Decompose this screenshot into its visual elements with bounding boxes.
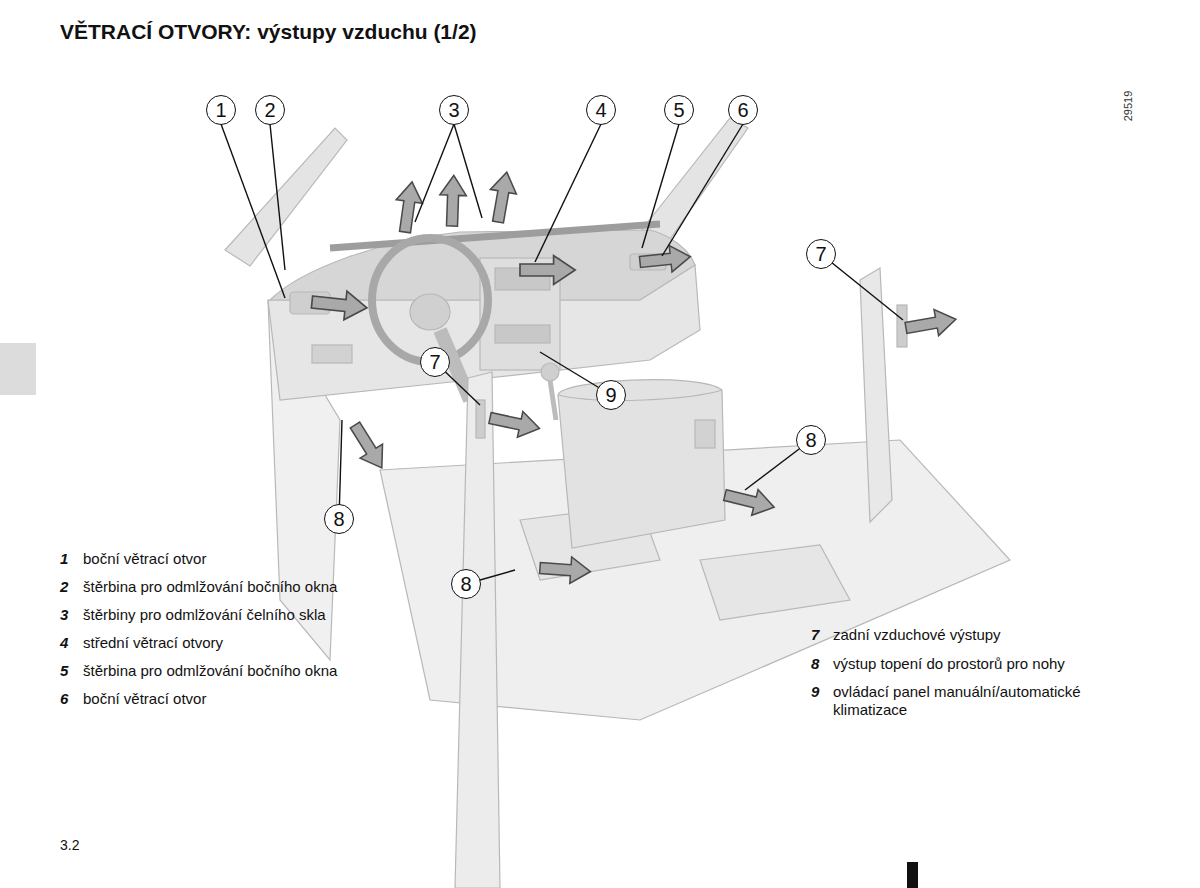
callout-circle: 8 — [451, 569, 481, 599]
page-number: 3.2 — [60, 836, 79, 854]
callout-circle: 9 — [596, 380, 626, 410]
callout-circle: 8 — [324, 504, 354, 534]
key-text: střední větrací otvory — [83, 634, 223, 652]
key-text: boční větrací otvor — [83, 550, 206, 568]
key-number: 3 — [60, 606, 68, 624]
callout-number: 6 — [737, 100, 748, 120]
callout-number: 3 — [448, 100, 459, 120]
callout-circle: 3 — [439, 95, 469, 125]
callout-number: 5 — [673, 100, 684, 120]
key-number: 4 — [60, 634, 68, 652]
key-text: štěrbina pro odmlžování bočního okna — [83, 578, 337, 596]
key-text: boční větrací otvor — [83, 690, 206, 708]
callout-number: 8 — [805, 430, 816, 450]
callout-number: 9 — [605, 385, 616, 405]
callout-circle: 7 — [806, 239, 836, 269]
callout-circle: 6 — [728, 95, 758, 125]
page-mark — [907, 862, 918, 888]
key-number: 7 — [811, 626, 819, 644]
callout-number: 7 — [429, 352, 440, 372]
page-title: VĚTRACÍ OTVORY: výstupy vzduchu (1/2) — [60, 20, 477, 44]
figure-code: 29519 — [1119, 91, 1137, 122]
key-text: štěrbina pro odmlžování bočního okna — [83, 662, 337, 680]
key-number: 9 — [811, 683, 819, 701]
callout-number: 2 — [264, 100, 275, 120]
callout-circle: 2 — [255, 95, 285, 125]
key-number: 2 — [60, 578, 68, 596]
key-number: 6 — [60, 690, 68, 708]
chapter-tab — [0, 343, 36, 395]
callout-number: 7 — [815, 244, 826, 264]
key-number: 1 — [60, 550, 68, 568]
callout-number: 4 — [595, 100, 606, 120]
key-number: 8 — [811, 655, 819, 673]
callout-circle: 5 — [664, 95, 694, 125]
callout-circle: 8 — [796, 425, 826, 455]
callout-circle: 1 — [206, 95, 236, 125]
key-text: štěrbiny pro odmlžování čelního skla — [83, 606, 326, 624]
callout-number: 8 — [333, 509, 344, 529]
callout-circle: 7 — [420, 347, 450, 377]
callout-number: 8 — [460, 574, 471, 594]
leader-lines — [221, 124, 903, 584]
key-text: ovládací panel manuální/automatické klim… — [833, 683, 1143, 719]
key-text: zadní vzduchové výstupy — [833, 626, 1001, 644]
interior-drawing — [225, 118, 1010, 888]
key-text: výstup topení do prostorů pro nohy — [833, 655, 1065, 673]
callout-circle: 4 — [586, 95, 616, 125]
callout-number: 1 — [215, 100, 226, 120]
key-number: 5 — [60, 662, 68, 680]
airflow-arrows — [310, 170, 958, 585]
